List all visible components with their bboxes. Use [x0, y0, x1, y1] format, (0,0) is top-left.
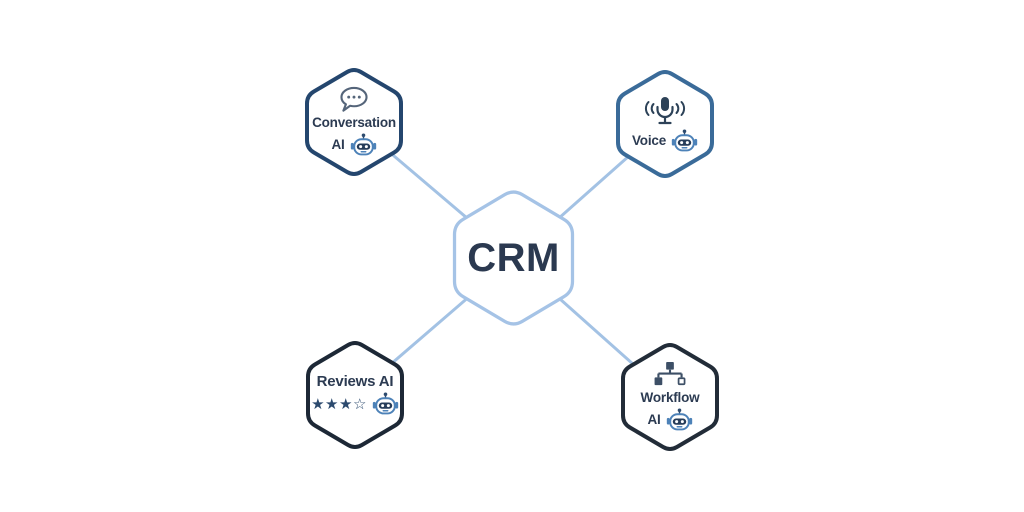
org-chart-icon — [654, 362, 686, 386]
star-rating-icon: ★★★☆ — [311, 397, 367, 412]
reviews-ai-node: Reviews AI ★★★☆ — [306, 339, 404, 451]
reviews-label: Reviews AI — [316, 372, 394, 390]
robot-icon — [372, 392, 399, 415]
robot-icon — [350, 133, 376, 156]
conversation-ai-node: Conversation AI — [305, 66, 403, 178]
filled-stars: ★★★ — [311, 396, 353, 414]
voice-node: Voice — [616, 68, 714, 180]
crm-label: CRM — [467, 235, 560, 280]
crm-hexagon — [452, 190, 575, 326]
empty-star: ☆ — [352, 396, 367, 414]
robot-icon — [666, 408, 692, 431]
conversation-label-line1: Conversation — [312, 115, 396, 131]
voice-label: Voice — [631, 133, 667, 149]
robot-icon — [671, 128, 698, 151]
conversation-label-line2: AI — [331, 137, 345, 153]
crm-node: CRM — [452, 187, 575, 329]
conversation-hexagon — [305, 68, 403, 176]
workflow-label-line1: Workflow — [640, 390, 700, 406]
workflow-label-line2: AI — [647, 412, 661, 428]
microphone-icon — [644, 96, 686, 124]
reviews-hexagon — [306, 341, 404, 449]
workflow-ai-node: Workflow AI — [621, 341, 719, 453]
chat-bubble-icon — [340, 87, 368, 112]
workflow-hexagon — [621, 343, 719, 451]
